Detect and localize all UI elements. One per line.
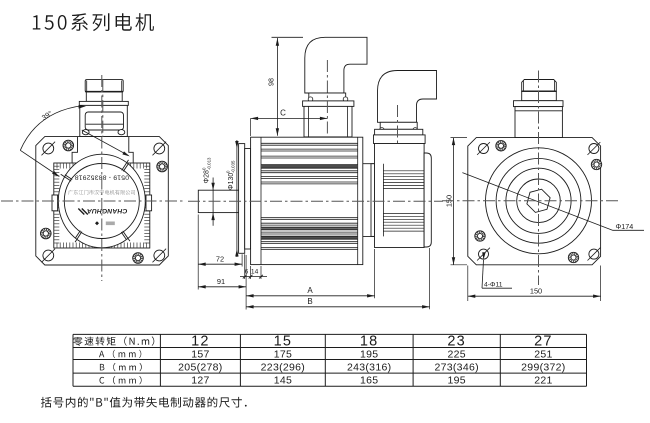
svg-text:Φ130: Φ130 (228, 173, 235, 190)
svg-text:0: 0 (202, 167, 207, 170)
svg-text:165: 165 (360, 375, 378, 387)
svg-text:0519 - 88352918: 0519 - 88352918 (75, 173, 129, 180)
svg-text:98: 98 (267, 78, 276, 86)
svg-text:195: 195 (360, 348, 378, 360)
svg-text:B: B (307, 297, 312, 306)
svg-text:223(296): 223(296) (261, 362, 305, 374)
svg-text:157: 157 (191, 348, 209, 360)
svg-text:273(346): 273(346) (434, 362, 478, 374)
svg-text:251: 251 (534, 348, 552, 360)
svg-text:Φ28: Φ28 (204, 170, 211, 183)
svg-text:-0.013: -0.013 (207, 157, 212, 170)
svg-text:150: 150 (530, 287, 542, 296)
svg-text:145: 145 (274, 375, 292, 387)
svg-text:175: 175 (274, 348, 292, 360)
svg-text:A: A (307, 286, 313, 295)
svg-text:14: 14 (251, 269, 259, 276)
svg-text:15: 15 (274, 334, 293, 350)
svg-text:-0.035: -0.035 (231, 160, 236, 173)
svg-text:4-Φ11: 4-Φ11 (484, 282, 503, 289)
svg-text:12: 12 (191, 334, 210, 350)
svg-text:72: 72 (216, 255, 224, 264)
svg-text:127: 127 (191, 375, 209, 387)
svg-text:221: 221 (534, 375, 552, 387)
svg-text:195: 195 (447, 375, 465, 387)
svg-text:91: 91 (217, 277, 225, 286)
svg-text:23: 23 (447, 334, 466, 350)
svg-text:243(316): 243(316) (347, 362, 391, 374)
svg-text:205(278): 205(278) (178, 362, 222, 374)
svg-text:C: C (280, 109, 286, 118)
svg-text:0: 0 (226, 170, 231, 173)
svg-text:6: 6 (245, 269, 249, 276)
svg-text:Φ174: Φ174 (616, 222, 634, 231)
svg-text:225: 225 (447, 348, 465, 360)
svg-text:CHANGHUA: CHANGHUA (87, 207, 127, 214)
svg-text:18: 18 (360, 334, 379, 350)
svg-text:299(372): 299(372) (521, 362, 565, 374)
svg-text:27: 27 (534, 334, 553, 350)
